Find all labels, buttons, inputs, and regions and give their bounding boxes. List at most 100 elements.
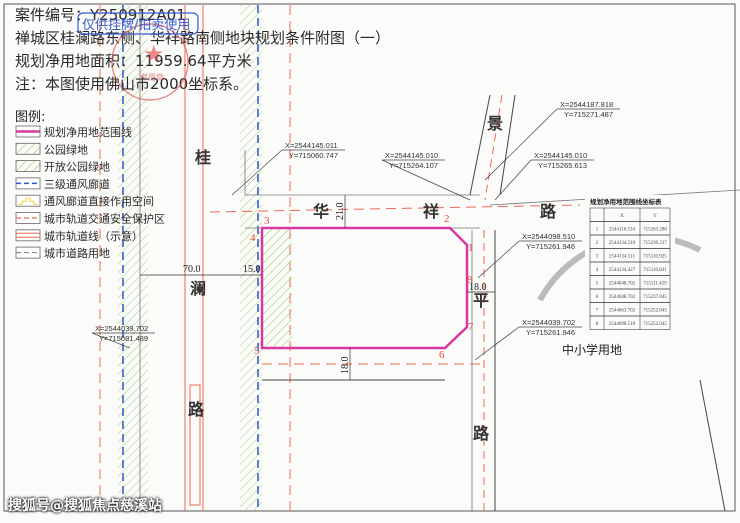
- land-area: 规划净用地面积：11959.64平方米: [15, 52, 252, 70]
- coord-y: Y=715264.107: [389, 161, 438, 170]
- point-label-3: 3: [264, 215, 270, 227]
- coord-y: Y=715261.946: [526, 328, 575, 337]
- legend-label: 城市轨道线（示意）: [44, 229, 143, 243]
- dim-70: 70.0: [183, 264, 201, 275]
- road-label-lu1: 路: [188, 400, 205, 419]
- table-cell: 2544134.511: [609, 255, 636, 260]
- school-land-label: 中小学用地: [562, 342, 622, 357]
- legend-swatch: [15, 194, 41, 207]
- seal-star-icon: ★: [143, 40, 165, 68]
- road-label-lu3: 路: [473, 424, 490, 443]
- legend-item: 三级通风廊道: [15, 177, 110, 191]
- road-label-hua: 华: [313, 202, 329, 221]
- watermark: 搜狐号@搜狐焦点慈溪站: [8, 498, 162, 514]
- coord-x: X=2544039.702: [522, 318, 575, 327]
- table-cell: 715252.045: [643, 309, 667, 314]
- legend-label: 三级通风廊道: [44, 177, 110, 191]
- legend-label: 城市道路用地: [44, 246, 110, 260]
- table-cell: 715239.217: [643, 241, 667, 246]
- legend-item: 规划净用地范围线: [15, 125, 132, 139]
- parcel-boundary: [260, 226, 469, 350]
- legend: 图例: 规划净用地范围线公园绿地开放公园绿地三级通风廊道通风廊道直接作用空间城市…: [15, 110, 165, 260]
- case-number: 案件编号：Y250912A01: [15, 6, 186, 24]
- point-label-2: 2: [444, 213, 450, 225]
- table-cell: 2544048.702: [609, 295, 636, 300]
- coordinate-note: 注：本图使用佛山市2000坐标系。: [15, 75, 248, 93]
- table-cell: 2544048.702: [609, 282, 636, 287]
- dim-15: 15.0: [243, 264, 261, 275]
- legend-item: 通风廊道直接作用空间: [15, 194, 154, 208]
- point-label-7: 7: [468, 321, 474, 333]
- table-cell: Y: [653, 214, 657, 219]
- point-label-1: 1: [468, 242, 474, 254]
- legend-title: 图例:: [15, 110, 45, 125]
- road-label-gui: 桂: [194, 148, 211, 167]
- legend-item: 城市轨道线（示意）: [15, 229, 143, 243]
- table-cell: 2544116.534: [609, 228, 636, 233]
- table-cell: 715110.925: [643, 255, 667, 260]
- legend-item: 开放公园绿地: [15, 160, 110, 174]
- point-label-4: 4: [250, 232, 256, 244]
- coord-y: Y=715265.613: [538, 161, 587, 170]
- table-cell: 2: [596, 241, 599, 246]
- legend-label: 开放公园绿地: [44, 160, 110, 174]
- road-label-ping: 平: [473, 291, 489, 310]
- map-title: 禅城区桂澜路东侧、华祥路南侧地块规划条件附图（一）: [15, 29, 390, 47]
- legend-item: 公园绿地: [15, 142, 88, 156]
- coord-x: X=2544145.011: [285, 141, 338, 150]
- table-cell: 715263.280: [643, 228, 667, 233]
- coord-x: X=2544098.510: [522, 232, 575, 241]
- dim-21: 21.0: [335, 203, 346, 221]
- table-cell: 715237.045: [643, 295, 667, 300]
- legend-label: 公园绿地: [44, 142, 88, 156]
- coord-x: X=2544039.702: [95, 324, 148, 333]
- coord-x: X=2544145.010: [534, 151, 587, 160]
- coord-x: X=2544187.818: [560, 100, 613, 109]
- point-label-6: 6: [439, 349, 445, 361]
- legend-label: 规划净用地范围线: [44, 125, 132, 139]
- stamp-box: [77, 12, 199, 35]
- table-cell: 7: [596, 309, 599, 314]
- road-label-jing: 景: [487, 114, 503, 133]
- seal-stamp: [111, 23, 189, 101]
- table-cell: 3: [596, 255, 599, 260]
- table-cell: 1: [596, 228, 599, 233]
- coord-x: X=2544145.010: [385, 151, 438, 160]
- legend-swatch: [15, 160, 41, 173]
- table-cell: 715111.429: [643, 282, 667, 287]
- table-cell: 2544098.510: [609, 322, 636, 327]
- coord-y: Y=715271.487: [564, 110, 613, 119]
- table-cell: 715110.841: [643, 268, 667, 273]
- road-label-lan: 澜: [190, 279, 206, 298]
- table-cell: 5: [596, 282, 599, 287]
- table-cell: 6: [596, 295, 599, 300]
- seal-text: 专用章: [140, 72, 164, 82]
- map-frame: [3, 3, 736, 512]
- guilan-road: [99, 5, 291, 511]
- table-cell: 715252.045: [643, 322, 667, 327]
- table-cell: 4: [596, 268, 599, 273]
- table-cell: 2544134.427: [609, 268, 636, 273]
- stamp-label: 仅供挂牌/拍卖使用: [82, 17, 190, 33]
- coord-y: Y=715261.946: [526, 242, 575, 251]
- legend-swatch: [15, 142, 41, 155]
- dim-18-east: 18.0: [469, 282, 487, 293]
- coord-y: Y=715060.747: [289, 151, 338, 160]
- road-label-lu2: 路: [540, 202, 557, 221]
- coord-y: Y=715081.489: [99, 334, 148, 343]
- table-cell: 2544063.702: [609, 309, 636, 314]
- coordinate-table-title: 规划净用地范围线坐标表: [590, 197, 662, 206]
- park-green-strip: [262, 228, 292, 348]
- legend-item: 城市道路用地: [15, 246, 110, 260]
